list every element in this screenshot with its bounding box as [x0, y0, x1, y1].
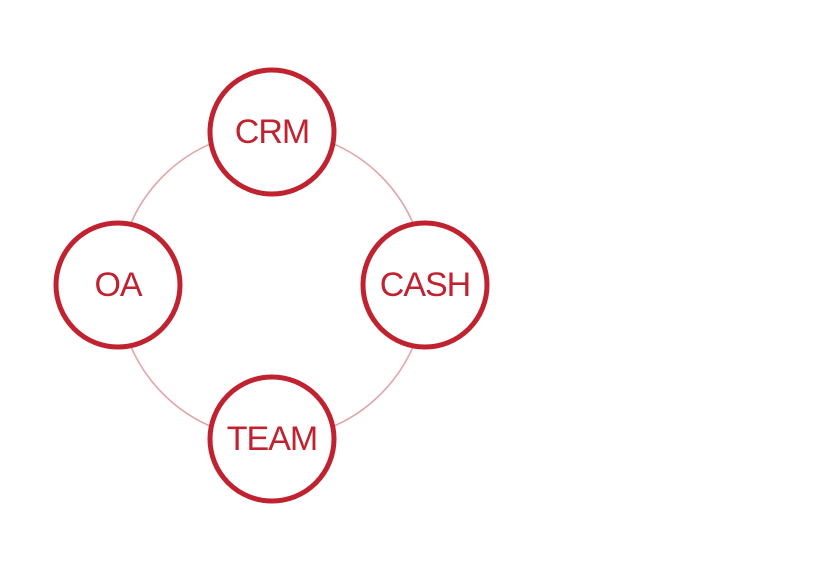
node-team-label: TEAM [227, 420, 317, 458]
node-oa: OA [53, 220, 183, 350]
node-oa-circle [53, 220, 183, 350]
node-cash: CASH [360, 220, 490, 350]
node-crm: CRM [207, 67, 337, 197]
node-team: TEAM [207, 374, 337, 504]
node-cash-label: CASH [380, 266, 470, 304]
node-crm-label: CRM [235, 113, 309, 151]
node-cash-circle [360, 220, 490, 350]
node-team-circle [207, 374, 337, 504]
node-oa-label: OA [94, 266, 142, 304]
node-crm-circle [207, 67, 337, 197]
